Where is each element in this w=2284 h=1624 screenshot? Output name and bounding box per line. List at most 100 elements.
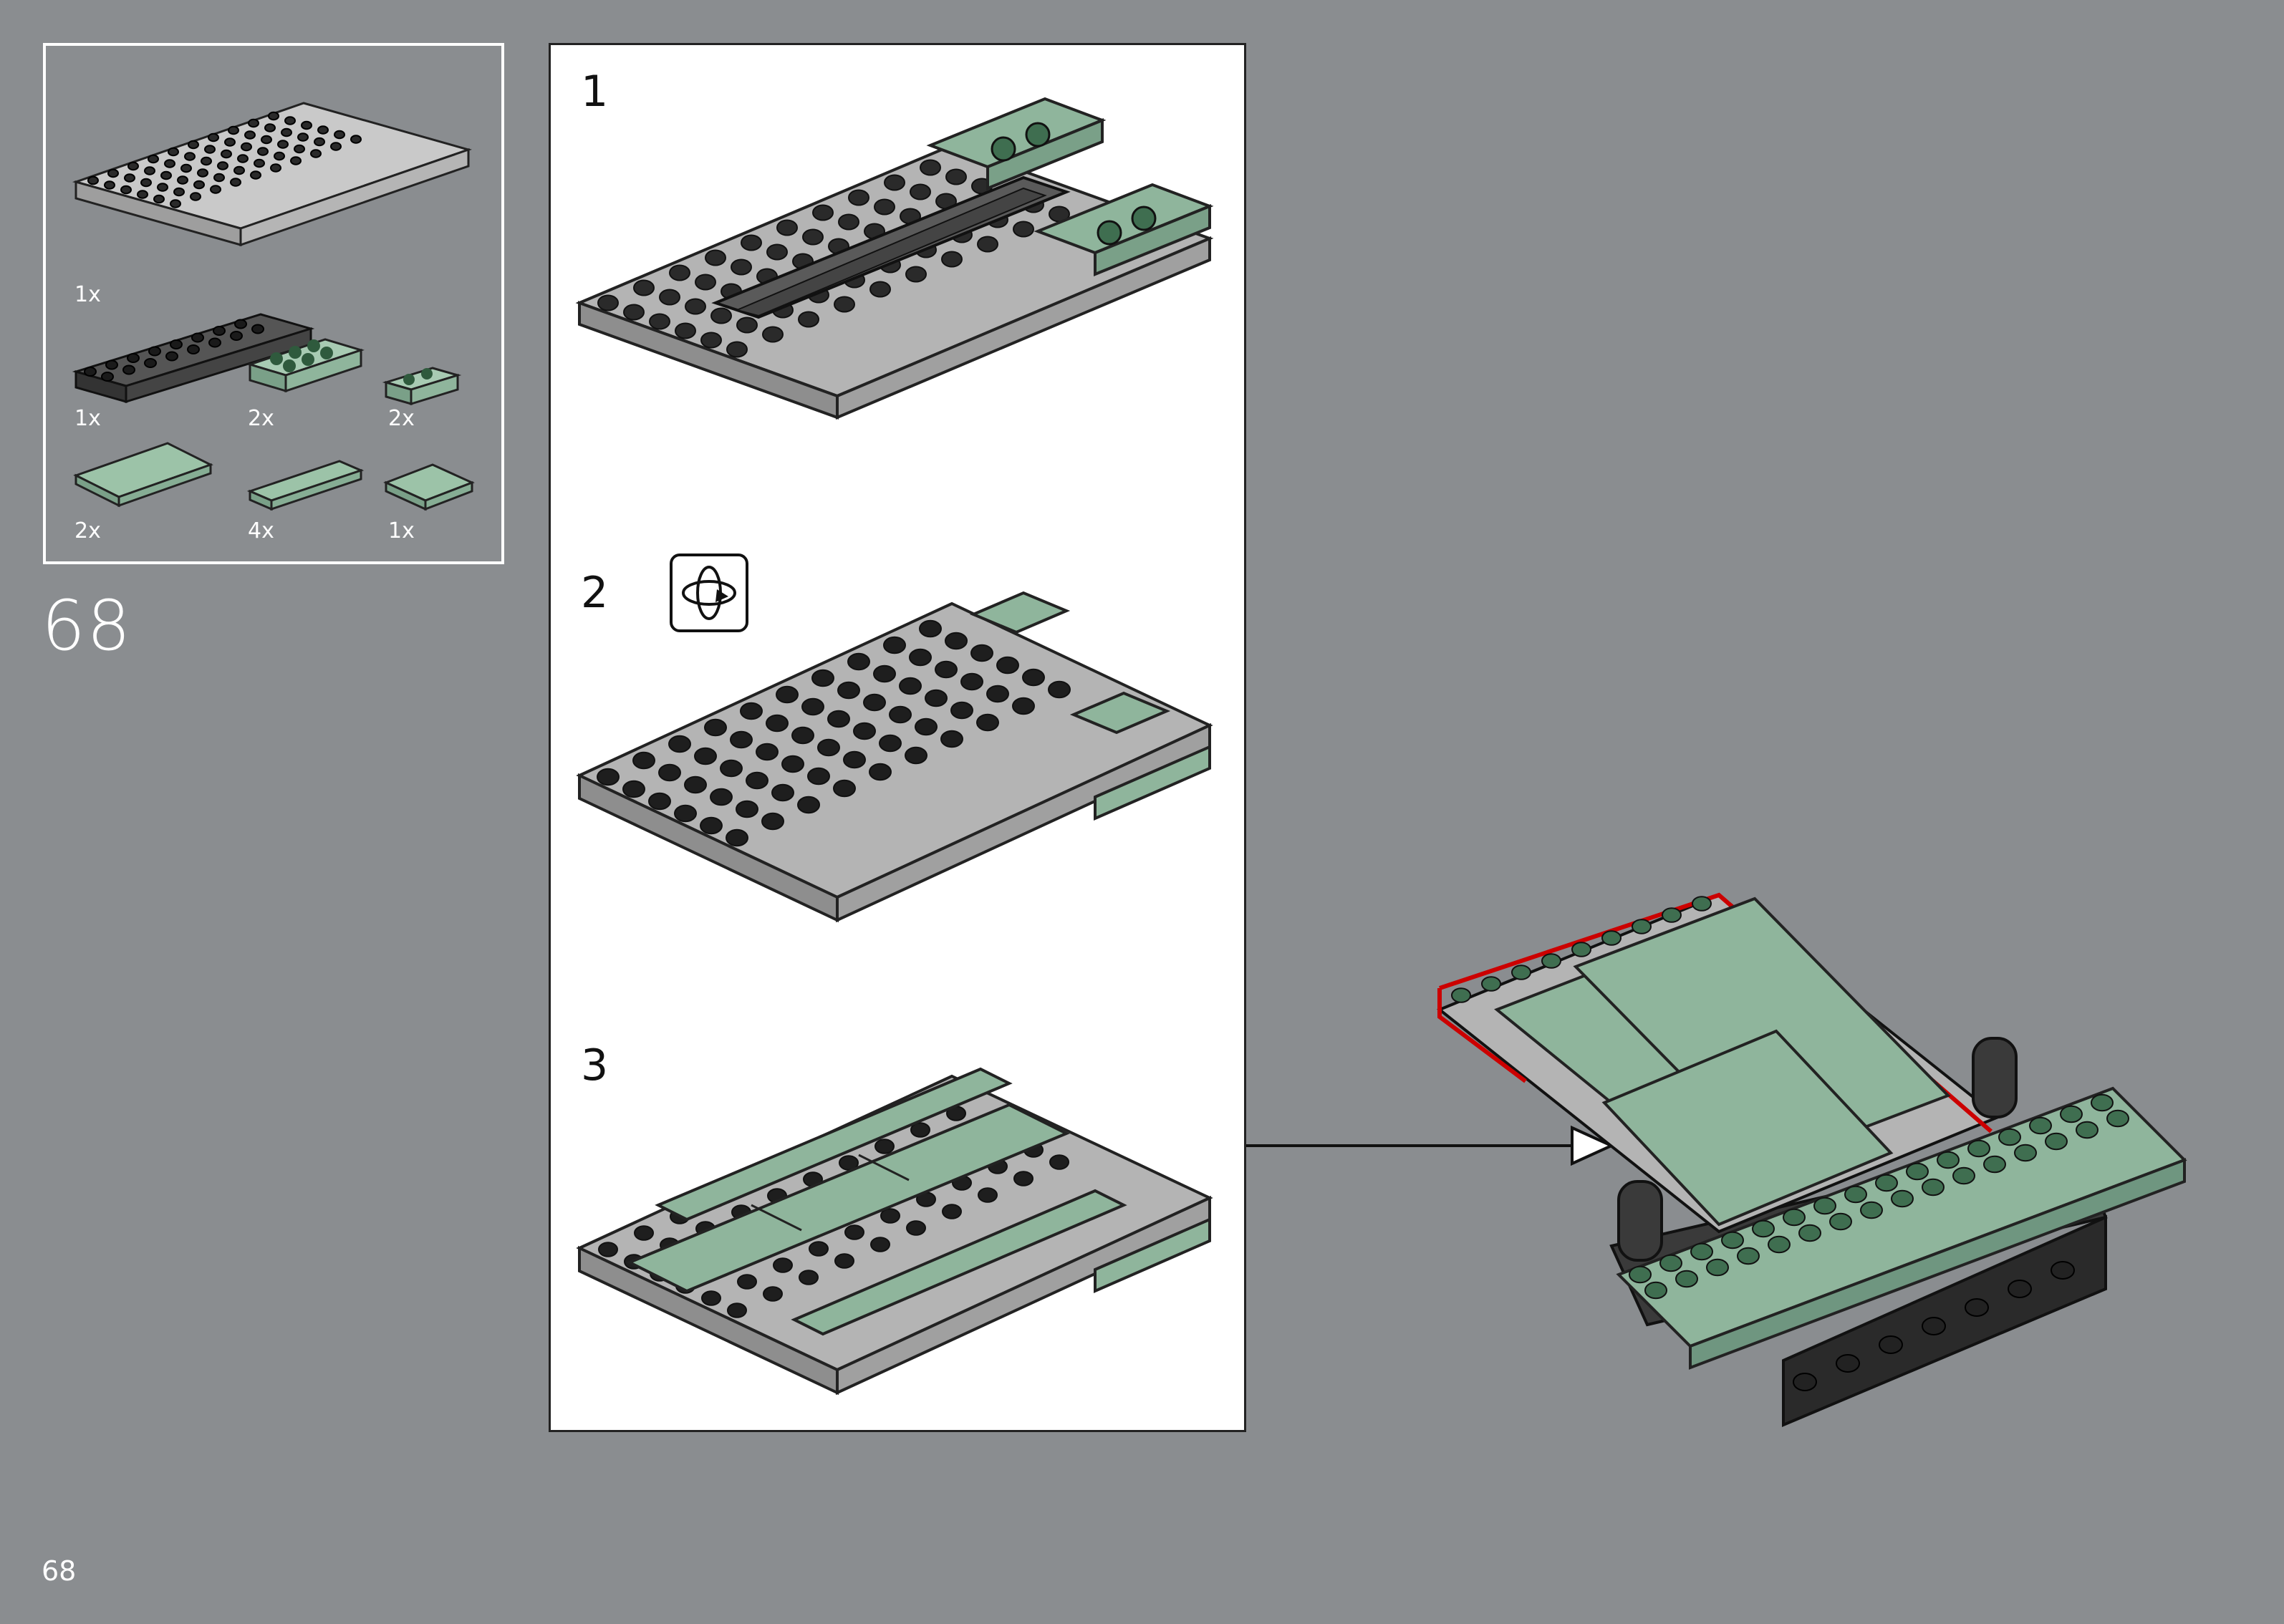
part-qty: 1x — [388, 518, 415, 543]
stud — [726, 828, 748, 847]
stud — [910, 183, 931, 200]
stud — [977, 236, 998, 253]
stud — [281, 127, 292, 137]
stud — [180, 163, 192, 173]
stud — [228, 125, 239, 135]
stud — [632, 751, 655, 770]
stud — [741, 234, 762, 251]
stud — [1692, 896, 1712, 912]
stud — [241, 142, 252, 152]
stud — [920, 159, 941, 176]
stud — [188, 140, 199, 150]
stud — [1013, 1171, 1033, 1186]
page-number: 68 — [42, 1555, 77, 1587]
stud — [144, 358, 157, 368]
stud — [935, 660, 958, 679]
stud — [669, 264, 690, 281]
stud — [1049, 1154, 1069, 1170]
stud — [173, 187, 185, 197]
stud — [919, 619, 942, 638]
stud — [737, 1274, 757, 1290]
stud — [213, 326, 226, 336]
stud — [827, 710, 850, 728]
stud — [802, 228, 824, 246]
stud — [833, 779, 856, 798]
stud — [250, 170, 261, 180]
stud — [730, 730, 753, 749]
stud — [230, 178, 241, 187]
stud — [1967, 1139, 1990, 1158]
stud — [761, 812, 784, 831]
stud — [190, 192, 201, 201]
stud — [1998, 1128, 2021, 1146]
stud — [704, 718, 727, 737]
stud — [844, 1224, 864, 1240]
stud — [127, 161, 139, 171]
stud — [740, 702, 763, 720]
stud — [1844, 1185, 1867, 1204]
stud — [905, 266, 927, 283]
stud — [310, 149, 322, 158]
stud — [2008, 1280, 2032, 1298]
stud — [2029, 1116, 2052, 1135]
stud — [705, 249, 726, 266]
stud — [233, 165, 245, 175]
stud — [809, 1241, 829, 1257]
stud — [153, 194, 165, 204]
stud — [634, 1225, 654, 1241]
stud — [1875, 1174, 1898, 1192]
stud — [84, 367, 97, 377]
stud — [1860, 1201, 1883, 1219]
part-qty: 2x — [388, 406, 415, 431]
stud — [284, 116, 296, 125]
stud — [210, 185, 221, 194]
stud — [350, 135, 362, 144]
stud — [234, 319, 247, 329]
stud — [762, 326, 784, 343]
stud — [799, 1270, 819, 1285]
stud — [837, 681, 860, 700]
stud — [1922, 1178, 1945, 1197]
stud — [2060, 1105, 2083, 1123]
stud — [1511, 965, 1531, 980]
stud — [763, 1286, 783, 1302]
stud — [1632, 919, 1652, 934]
stud — [648, 792, 671, 811]
parts-list-box: 1x 1x 2x 2x 2x 4x 1x — [43, 43, 504, 564]
stud — [170, 199, 181, 208]
stud — [277, 140, 289, 149]
stud — [838, 213, 859, 231]
stud — [1601, 930, 1622, 946]
stud — [731, 258, 752, 276]
stud — [1675, 1270, 1698, 1288]
stud — [1481, 976, 1501, 992]
stud — [766, 714, 789, 733]
stud — [905, 746, 927, 765]
stud — [633, 279, 655, 296]
stud — [261, 135, 272, 145]
stud — [230, 331, 243, 341]
stud — [950, 701, 973, 720]
substep-2-model — [576, 591, 1213, 923]
stud — [268, 111, 279, 121]
stud — [909, 648, 932, 667]
stud — [756, 743, 779, 761]
stud — [701, 1290, 721, 1306]
stud — [237, 154, 249, 163]
stud — [208, 132, 219, 142]
stud — [274, 151, 285, 161]
stud — [1829, 1212, 1852, 1231]
stud — [945, 168, 967, 185]
stud — [906, 1220, 926, 1236]
stud — [105, 359, 118, 370]
stud — [848, 189, 869, 206]
stud — [674, 804, 697, 823]
stud — [124, 173, 135, 183]
stud — [873, 664, 896, 683]
substep-number-1: 1 — [581, 67, 609, 117]
stud — [140, 178, 152, 188]
stud — [843, 750, 866, 769]
stud — [978, 1187, 998, 1203]
stud — [168, 147, 179, 157]
stud — [976, 713, 999, 732]
